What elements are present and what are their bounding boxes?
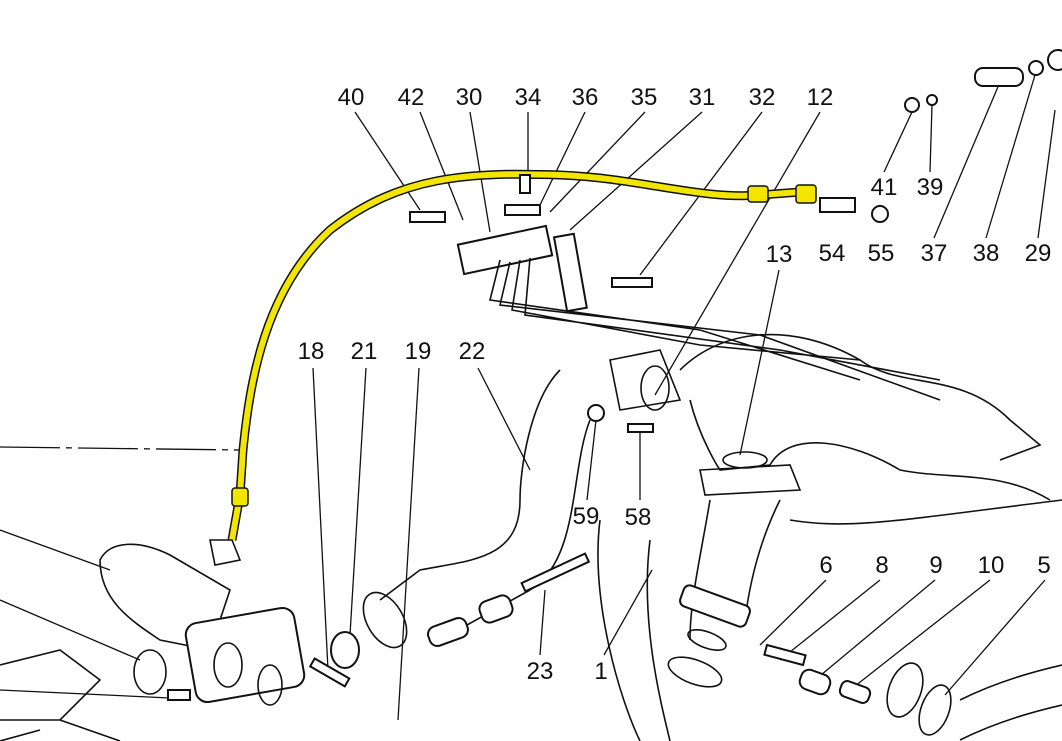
part-label-8: 8 [875,552,888,579]
part-label-54: 54 [819,240,846,267]
part-label-55: 55 [868,240,895,267]
fuel-rail-assembly [409,49,1062,401]
part-label-31: 31 [689,84,716,111]
part-label-58: 58 [625,504,652,531]
part-label-6: 6 [819,552,832,579]
part-label-34: 34 [515,84,542,111]
part-label-18: 18 [298,338,325,365]
part-label-10: 10 [978,552,1005,579]
fuel-hose-highlighted [227,169,817,541]
part-label-38: 38 [973,240,1000,267]
part-label-42: 42 [398,84,425,111]
part-label-22: 22 [459,338,486,365]
part-label-29: 29 [1025,240,1052,267]
part-label-21: 21 [351,338,378,365]
part-label-36: 36 [572,84,599,111]
part-number-labels: 40 42 30 34 36 35 31 32 12 41 39 13 54 5… [298,84,1052,685]
part-label-37: 37 [921,240,948,267]
part-label-13: 13 [766,241,793,268]
turbo-intake-assembly [0,539,306,741]
part-label-19: 19 [405,338,432,365]
exhaust-manifold [308,333,1062,741]
part-label-23: 23 [527,658,554,685]
part-label-12: 12 [807,84,834,111]
part-label-40: 40 [338,84,365,111]
part-label-39: 39 [917,174,944,201]
part-label-1: 1 [594,658,607,685]
part-label-59: 59 [573,503,600,530]
part-label-32: 32 [749,84,776,111]
part-label-5: 5 [1037,552,1050,579]
part-label-35: 35 [631,84,658,111]
leader-lines [0,74,1056,721]
part-label-41: 41 [871,174,898,201]
part-label-9: 9 [929,552,942,579]
part-label-30: 30 [456,84,483,111]
